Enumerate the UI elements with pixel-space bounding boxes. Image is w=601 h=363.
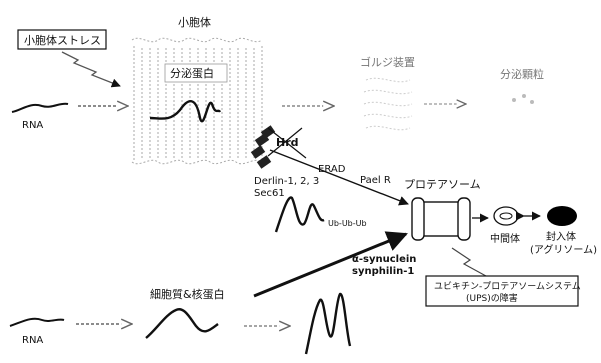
er-protein-chain bbox=[149, 100, 222, 123]
er-shape bbox=[131, 37, 263, 165]
er-stress-label: 小胞体ストレス bbox=[24, 33, 101, 47]
er-label: 小胞体 bbox=[178, 15, 211, 29]
ups-line2: (UPS)の障害 bbox=[466, 292, 518, 304]
ubiquitinated-protein bbox=[274, 196, 325, 233]
inclusion-body-icon bbox=[547, 206, 577, 226]
cytosol-protein-chain bbox=[145, 308, 219, 339]
granule-label: 分泌顆粒 bbox=[500, 67, 544, 81]
inclusion-label: 封入体 bbox=[546, 230, 576, 243]
er-stress-box: 小胞体ストレス bbox=[17, 29, 107, 50]
secretory-protein-label: 分泌蛋白 bbox=[170, 66, 214, 80]
synuclein-to-proteasome-arrow bbox=[253, 231, 408, 298]
granule-dots bbox=[512, 94, 534, 104]
rna-strand-top bbox=[11, 102, 69, 113]
secretory-protein-box bbox=[164, 63, 228, 83]
cytosol-protein-label: 細胞質&核蛋白 bbox=[150, 287, 225, 301]
derlin-label: Derlin-1, 2, 3 bbox=[254, 176, 319, 187]
golgi-shape bbox=[363, 77, 413, 131]
sec61-label: Sec61 bbox=[254, 188, 285, 199]
synuclein-label: α-synuclein bbox=[352, 254, 416, 265]
ups-line1: ユビキチン-プロテアソームシステム bbox=[434, 281, 581, 292]
hrd-channel-icon bbox=[250, 125, 276, 169]
golgi-label: ゴルジ装置 bbox=[360, 55, 415, 69]
parkin-label: Pael R bbox=[360, 175, 391, 186]
er-stress-lightning-icon bbox=[61, 51, 121, 88]
ups-box bbox=[425, 275, 579, 307]
synphilin-label: synphilin-1 bbox=[352, 266, 414, 277]
proteasome-icon bbox=[411, 197, 471, 241]
erad-to-proteasome-arrow bbox=[269, 149, 409, 206]
misfolded-protein bbox=[304, 292, 352, 355]
proteasome-label: プロテアソーム bbox=[404, 178, 481, 191]
intermediate-icon bbox=[493, 206, 519, 226]
rna-bottom-label: RNA bbox=[22, 335, 43, 346]
intermediate-label: 中間体 bbox=[490, 232, 520, 245]
hrd-blocked-cross-icon bbox=[267, 127, 307, 159]
rna-top-label: RNA bbox=[22, 120, 43, 131]
aggresome-label: (アグリソーム) bbox=[530, 243, 597, 256]
erad-label: ERAD bbox=[318, 164, 346, 175]
ub-label: Ub-Ub-Ub bbox=[328, 219, 367, 228]
rna-strand-bottom bbox=[9, 317, 65, 327]
